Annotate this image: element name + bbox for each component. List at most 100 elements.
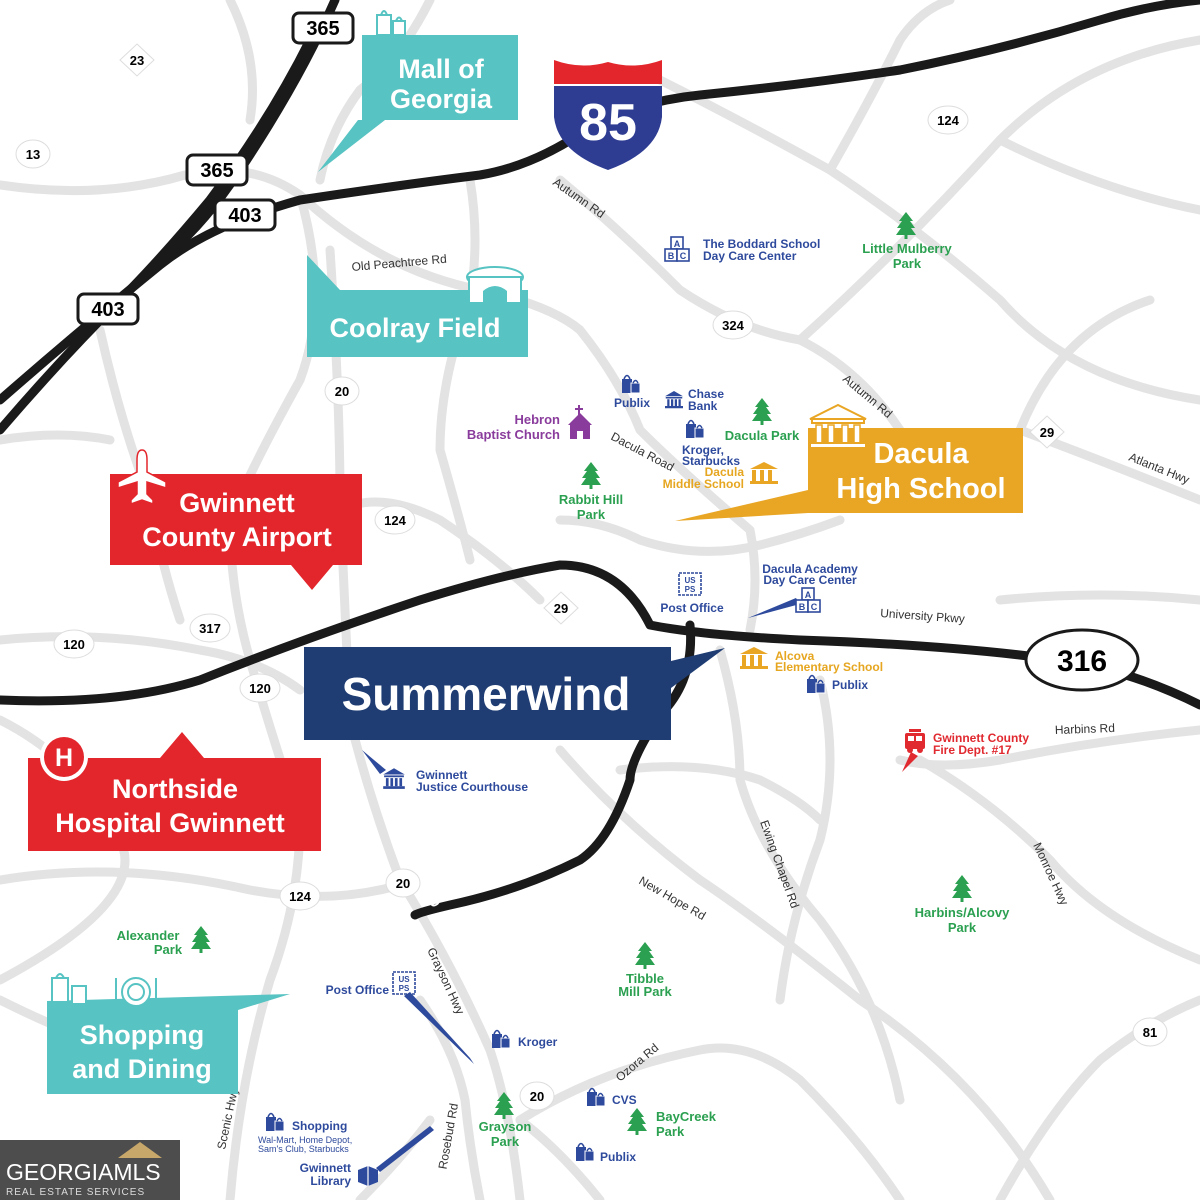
hospital-icon: H: [40, 733, 88, 781]
svg-text:Shopping: Shopping: [292, 1119, 347, 1133]
church-icon: [568, 405, 592, 439]
svg-text:Dacula: Dacula: [705, 465, 745, 479]
svg-text:REAL ESTATE SERVICES: REAL ESTATE SERVICES: [6, 1187, 145, 1198]
svg-text:Alexander: Alexander: [117, 928, 180, 943]
svg-text:Park: Park: [491, 1134, 520, 1149]
poi-cvs: CVS: [586, 1087, 637, 1107]
svg-text:B: B: [668, 251, 675, 261]
poi-publix-mid: Publix: [806, 674, 868, 694]
poi-dacula-park: Dacula Park: [725, 398, 800, 443]
svg-text:317: 317: [199, 621, 221, 636]
svg-text:Library: Library: [310, 1174, 351, 1188]
tree-icon: [191, 926, 211, 953]
svg-text:Park: Park: [893, 256, 922, 271]
svg-text:29: 29: [1040, 425, 1054, 440]
shield-us29-center: 29: [543, 591, 579, 625]
bank-icon: [665, 391, 683, 409]
poi-justice-courthouse: Gwinnett Justice Courthouse: [362, 750, 528, 794]
tree-icon: [581, 462, 601, 489]
shield-sr81: 81: [1132, 1017, 1168, 1047]
poi-post-office-north: US PS Post Office: [660, 572, 724, 615]
svg-text:Post Office: Post Office: [660, 601, 724, 615]
svg-text:Tibble: Tibble: [626, 971, 664, 986]
svg-text:Gwinnett: Gwinnett: [179, 488, 295, 518]
svg-text:BayCreek: BayCreek: [656, 1109, 717, 1124]
svg-text:29: 29: [554, 601, 568, 616]
shopping-bag-icon: [575, 1142, 595, 1162]
poi-alcova-elementary: Alcova Elementary School: [740, 647, 883, 674]
svg-text:Park: Park: [577, 507, 606, 522]
poi-boddard-school: A B C The Boddard School Day Care Center: [664, 236, 820, 263]
shield-us365-top: 365: [291, 11, 355, 45]
svg-text:20: 20: [335, 384, 349, 399]
svg-text:A: A: [805, 590, 812, 600]
svg-text:Dacula Park: Dacula Park: [725, 428, 800, 443]
svg-text:Grayson: Grayson: [479, 1119, 532, 1134]
poi-kroger-starbucks: Kroger, Starbucks: [682, 419, 740, 468]
svg-text:13: 13: [26, 147, 40, 162]
svg-text:124: 124: [384, 513, 406, 528]
shopping-bag-icon: [621, 374, 641, 394]
poi-tibble-mill-park: Tibble Mill Park: [618, 942, 673, 999]
poi-baycreek-park: BayCreek Park: [627, 1108, 717, 1139]
poi-dacula-middle-school: Dacula Middle School: [663, 462, 778, 491]
svg-text:Summerwind: Summerwind: [342, 668, 631, 720]
poi-publix-north: Publix: [614, 374, 650, 410]
svg-text:81: 81: [1143, 1025, 1157, 1040]
state-route-shields: 23 13 124 324 29 20 124 29 317 120 120 2…: [15, 43, 1168, 1111]
svg-text:Harbins/Alcovy: Harbins/Alcovy: [915, 905, 1010, 920]
svg-text:Gwinnett County: Gwinnett County: [933, 731, 1029, 745]
svg-text:Rabbit Hill: Rabbit Hill: [559, 492, 623, 507]
svg-text:124: 124: [937, 113, 959, 128]
poi-grayson-park: Grayson Park: [479, 1092, 532, 1149]
svg-text:Dacula: Dacula: [873, 438, 969, 470]
svg-text:365: 365: [306, 18, 339, 40]
svg-text:Coolray Field: Coolray Field: [329, 313, 500, 343]
svg-text:High School: High School: [836, 473, 1005, 505]
callout-summerwind: Summerwind: [304, 647, 725, 740]
callout-shopping-dining: Shopping and Dining: [47, 973, 290, 1094]
svg-text:365: 365: [200, 160, 233, 182]
poi-kroger-south: Kroger: [491, 1029, 558, 1049]
callout-dacula-high-school: Dacula High School: [675, 403, 1023, 521]
svg-text:Middle School: Middle School: [663, 477, 744, 491]
shopping-dining-icon: [51, 973, 157, 1007]
svg-text:85: 85: [579, 94, 637, 152]
svg-text:Bank: Bank: [688, 399, 718, 413]
svg-text:403: 403: [91, 299, 124, 321]
road-label-rosebud-rd: Rosebud Rd: [436, 1102, 461, 1170]
svg-text:324: 324: [722, 318, 744, 333]
usps-icon: US PS: [678, 572, 702, 596]
svg-text:Georgia: Georgia: [390, 84, 493, 114]
poi-post-office-south: Post Office US PS: [326, 971, 474, 1064]
shield-us403-left: 403: [76, 292, 140, 326]
svg-text:Northside: Northside: [112, 774, 238, 804]
shopping-bag-icon: [491, 1029, 511, 1049]
svg-text:20: 20: [530, 1089, 544, 1104]
shield-us403-mid: 403: [213, 198, 277, 232]
shield-sr124-ne: 124: [927, 105, 969, 135]
shield-sr13: 13: [15, 139, 51, 169]
shopping-bag-icon: [685, 419, 705, 439]
svg-text:A: A: [674, 239, 681, 249]
svg-text:B: B: [799, 602, 806, 612]
svg-text:Hebron: Hebron: [515, 412, 561, 427]
georgia-mls-logo: GEORGIAMLS REAL ESTATE SERVICES: [0, 1140, 180, 1200]
usps-icon: US PS: [392, 971, 416, 995]
svg-text:Hospital Gwinnett: Hospital Gwinnett: [55, 808, 285, 838]
poi-shopping-south: Shopping Wal-Mart, Home Depot, Sam's Clu…: [258, 1112, 352, 1154]
svg-text:120: 120: [63, 637, 85, 652]
svg-text:Alcova: Alcova: [775, 649, 815, 663]
svg-text:124: 124: [289, 889, 311, 904]
courthouse-icon: [383, 768, 405, 789]
svg-text:120: 120: [249, 681, 271, 696]
svg-text:Publix: Publix: [614, 396, 650, 410]
svg-text:US: US: [684, 576, 696, 585]
svg-text:Mill Park: Mill Park: [618, 984, 672, 999]
poi-harbins-alcovy-park: Harbins/Alcovy Park: [915, 875, 1010, 935]
callout-coolray-field: Coolray Field: [307, 255, 528, 357]
svg-text:Elementary School: Elementary School: [775, 660, 883, 674]
svg-text:PS: PS: [399, 984, 410, 993]
svg-text:Starbucks: Starbucks: [682, 454, 740, 468]
tree-icon: [952, 875, 972, 902]
